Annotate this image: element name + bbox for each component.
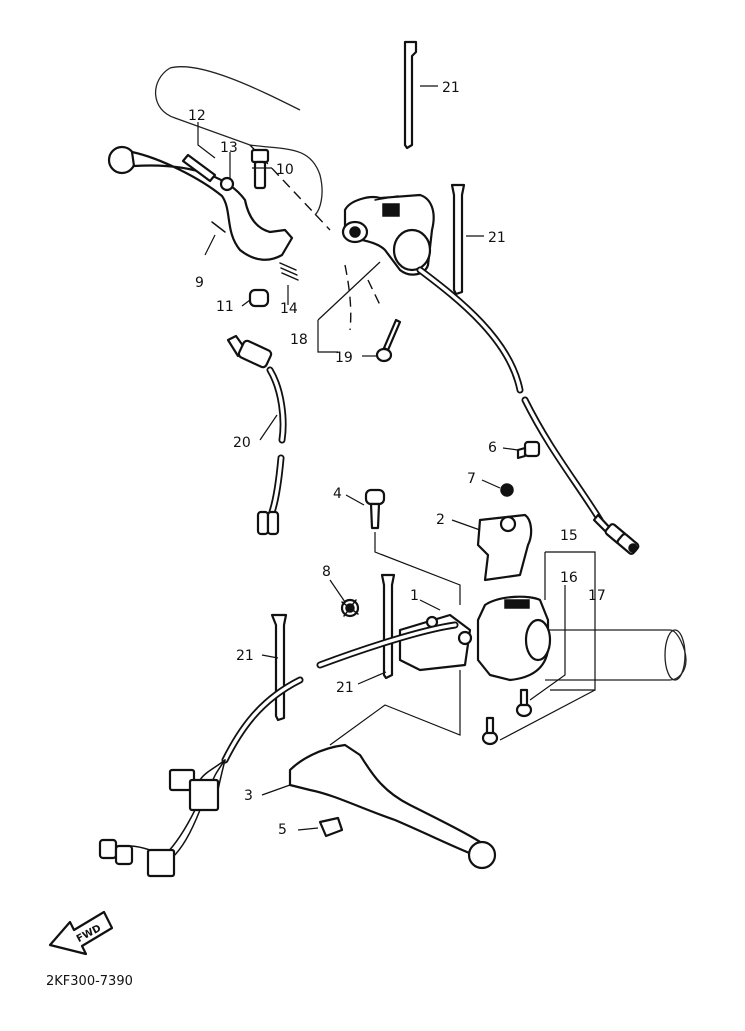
label-16: 16 [560, 570, 578, 586]
screw-part-19 [375, 318, 402, 363]
nut-part-7 [500, 483, 514, 497]
label-21-c: 21 [236, 648, 254, 664]
label-11: 11 [216, 299, 234, 315]
clamp-part-2 [476, 513, 533, 582]
lower-lever [288, 743, 497, 870]
label-19: 19 [335, 350, 353, 366]
part-labels: 1 2 3 4 5 6 7 8 9 10 11 12 13 14 15 16 1… [188, 80, 606, 838]
label-8: 8 [322, 564, 331, 580]
label-18: 18 [290, 332, 308, 348]
cap-part-11 [248, 288, 270, 308]
cable-tie-upper-b [450, 183, 466, 296]
connector-block [98, 759, 226, 878]
bolt-part-6 [516, 440, 541, 460]
diagram-code: 2KF300-7390 [46, 974, 133, 989]
cable-tie-mid-a [380, 573, 396, 680]
label-10: 10 [276, 162, 294, 178]
pin-part-10 [250, 148, 270, 190]
label-4: 4 [333, 486, 342, 502]
forward-arrow-icon: FWD [48, 910, 114, 956]
label-21-a: 21 [442, 80, 460, 96]
switch-part-8 [340, 598, 360, 618]
label-3: 3 [244, 788, 253, 804]
lower-switch-housing [398, 595, 552, 682]
right-grip-outline [545, 629, 687, 681]
label-6: 6 [488, 440, 497, 456]
bolt-part-12 [181, 153, 217, 183]
pin-part-4 [364, 488, 386, 530]
label-12: 12 [188, 108, 206, 124]
screw-part-16 [515, 688, 533, 718]
label-2: 2 [436, 512, 445, 528]
label-9: 9 [195, 275, 204, 291]
cable-tie-upper-a [403, 40, 418, 150]
label-1: 1 [410, 588, 419, 604]
label-leaders [197, 85, 596, 831]
label-17: 17 [588, 588, 606, 604]
upper-switch-wire [416, 266, 640, 555]
upper-switch-housing [341, 193, 435, 331]
label-15: 15 [560, 528, 578, 544]
label-13: 13 [220, 140, 238, 156]
cap-part-5 [318, 816, 344, 838]
label-21-b: 21 [488, 230, 506, 246]
screw-part-17 [481, 716, 499, 746]
nut-part-13 [219, 176, 235, 192]
switch-part-20 [226, 334, 287, 536]
spring-part-14 [279, 262, 299, 281]
label-7: 7 [467, 471, 476, 487]
label-5: 5 [278, 822, 287, 838]
upper-lever [107, 145, 294, 261]
label-14: 14 [280, 301, 298, 317]
lower-switch-wire [221, 621, 459, 764]
label-21-d: 21 [336, 680, 354, 696]
label-20: 20 [233, 435, 251, 451]
cable-tie-mid-b [270, 613, 288, 722]
